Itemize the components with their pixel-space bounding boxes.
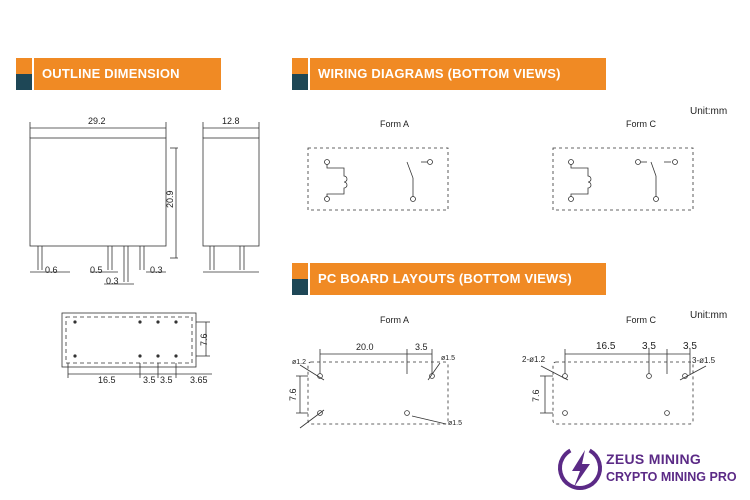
dim-pin-c: 0.3 — [106, 276, 119, 286]
wiring-form-c — [552, 147, 694, 211]
header-accent-teal — [16, 74, 32, 90]
dim-bottom-c: 3.5 — [160, 375, 173, 385]
dim-width: 12.8 — [222, 116, 240, 126]
relay-bottom-pins — [73, 320, 178, 358]
relay-front-view — [29, 122, 178, 285]
relay-bottom-view — [61, 312, 212, 378]
header-accent-orange — [292, 58, 308, 74]
logo-name: ZEUS MINING — [606, 451, 702, 467]
header-accent-orange — [292, 263, 308, 279]
pcb-a-hole-bottom: ø1.5 — [448, 420, 463, 427]
dim-height: 20.9 — [165, 190, 175, 208]
unit-label-wiring: Unit:mm — [690, 106, 728, 117]
pcb-form-a — [296, 349, 449, 429]
pcb-form-c — [540, 349, 707, 425]
pcb-c-b: 3.5 — [642, 341, 656, 352]
outline-dimension-title: OUTLINE DIMENSION — [34, 58, 221, 90]
pcb-c-a: 16.5 — [596, 341, 616, 352]
pcb-a-height: 7.6 — [288, 388, 298, 401]
pcb-c-height: 7.6 — [531, 389, 541, 402]
pcb-c-hole-left: 2-ø1.2 — [522, 355, 546, 364]
dim-bottom-d: 3.65 — [190, 375, 208, 385]
wiring-form-c-label: Form C — [626, 119, 656, 129]
wiring-form-a-label: Form A — [380, 119, 410, 129]
pcb-a-hole-top: ø1.5 — [441, 355, 456, 362]
dim-bottom-a: 16.5 — [98, 375, 116, 385]
dim-pin-b: 0.5 — [90, 265, 103, 275]
pcb-a-length: 20.0 — [356, 342, 374, 352]
pcb-c-hole-right: 3-ø1.5 — [692, 356, 716, 365]
unit-label-pcb: Unit:mm — [690, 310, 728, 321]
wiring-diagrams-title: WIRING DIAGRAMS (BOTTOM VIEWS) — [310, 58, 606, 90]
header-accent-teal — [292, 74, 308, 90]
dim-pin-d: 0.3 — [150, 265, 163, 275]
dim-length: 29.2 — [88, 116, 106, 126]
pcb-form-c-label: Form C — [626, 315, 656, 325]
pcb-a-right: 3.5 — [415, 342, 428, 352]
wiring-form-a — [307, 147, 449, 211]
dim-bottom-height: 7.6 — [199, 333, 209, 346]
header-accent-orange — [16, 58, 32, 74]
zeus-lightning-icon — [558, 446, 602, 490]
dim-bottom-b: 3.5 — [143, 375, 156, 385]
header-accent-teal — [292, 279, 308, 295]
dim-pin-a: 0.6 — [45, 265, 58, 275]
outline-dimension-header: OUTLINE DIMENSION — [16, 58, 221, 90]
pcb-layouts-header: PC BOARD LAYOUTS (BOTTOM VIEWS) — [292, 263, 606, 295]
logo-tagline: CRYPTO MINING PRO — [606, 470, 737, 484]
relay-side-view — [202, 122, 260, 273]
pcb-layouts-title: PC BOARD LAYOUTS (BOTTOM VIEWS) — [310, 263, 606, 295]
pcb-form-a-label: Form A — [380, 315, 410, 325]
wiring-diagrams-header: WIRING DIAGRAMS (BOTTOM VIEWS) — [292, 58, 606, 90]
pcb-a-hole-left: ø1.2 — [292, 359, 307, 366]
pcb-c-c: 3.5 — [683, 341, 697, 352]
